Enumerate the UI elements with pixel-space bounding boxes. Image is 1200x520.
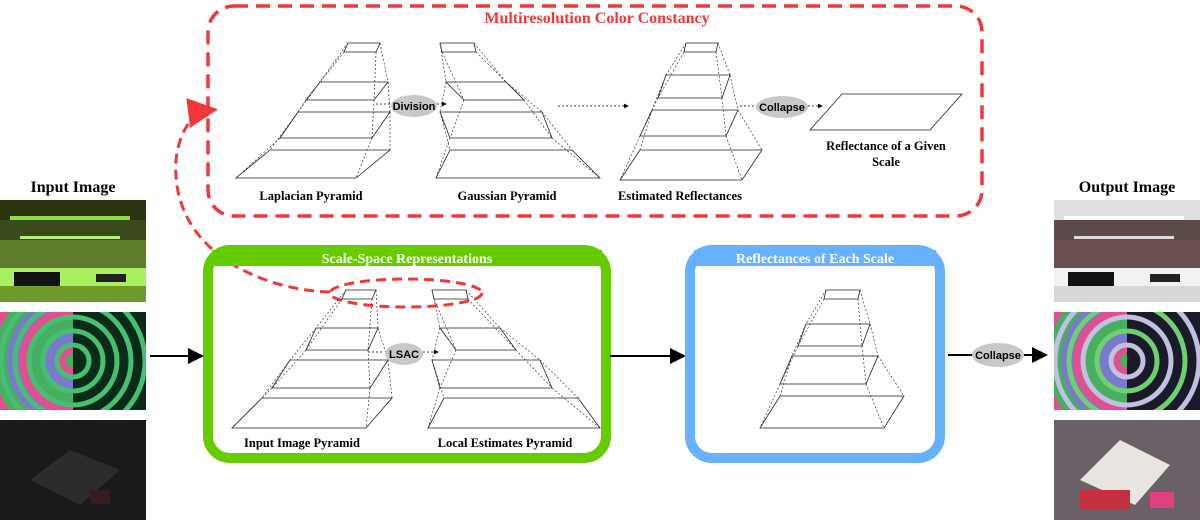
final-collapse-operation: Collapse (948, 343, 1048, 367)
division-operation: Division (376, 95, 447, 117)
input-title: Input Image (31, 179, 116, 196)
output-title: Output Image (1079, 179, 1175, 196)
input-pyramid-label: Input Image Pyramid (244, 436, 360, 450)
input-thumbnail-kitchen (0, 200, 146, 302)
collapse-operation-top: Collapse (740, 96, 823, 118)
laplacian-pyramid: Laplacian Pyramid (234, 42, 392, 203)
gaussian-label: Gaussian Pyramid (458, 189, 557, 203)
local-pyramid-label: Local Estimates Pyramid (438, 436, 573, 450)
laplacian-label: Laplacian Pyramid (259, 189, 362, 203)
estimated-reflectances-pyramid: Estimated Reflectances (618, 42, 763, 203)
scale-space-title: Scale-Space Representations (322, 252, 493, 267)
input-thumbnail-book (0, 420, 146, 520)
lsac-label: LSAC (389, 349, 419, 361)
reflectance-pyramid (759, 289, 905, 429)
reflectances-box: Reflectances of Each Scale (685, 245, 945, 463)
input-thumbnail-spiral (0, 312, 146, 410)
reflectance-label-2: Scale (872, 155, 900, 169)
multiresolution-box: Multiresolution Color Constancy (206, 4, 984, 218)
multiresolution-title: Multiresolution Color Constancy (484, 10, 709, 27)
output-thumbnail-spiral (1054, 312, 1200, 410)
output-thumbnail-book (1054, 420, 1200, 520)
input-image-pyramid: Input Image Pyramid (231, 289, 393, 450)
zoom-connector (174, 98, 484, 309)
final-collapse-label: Collapse (975, 350, 1021, 362)
local-estimates-pyramid: Local Estimates Pyramid (427, 289, 601, 450)
output-thumbnail-kitchen (1054, 200, 1200, 302)
scale-space-box: Scale-Space Representations (203, 245, 611, 463)
lsac-operation: LSAC (368, 343, 439, 365)
reflectances-title: Reflectances of Each Scale (736, 252, 894, 267)
division-label: Division (393, 101, 436, 113)
reflectance-given-scale: Reflectance of a Given Scale (809, 93, 963, 169)
reflectance-label-1: Reflectance of a Given (826, 139, 946, 153)
estimated-label: Estimated Reflectances (618, 189, 742, 203)
gaussian-pyramid: Gaussian Pyramid (435, 42, 601, 203)
collapse-top-label: Collapse (759, 102, 805, 114)
